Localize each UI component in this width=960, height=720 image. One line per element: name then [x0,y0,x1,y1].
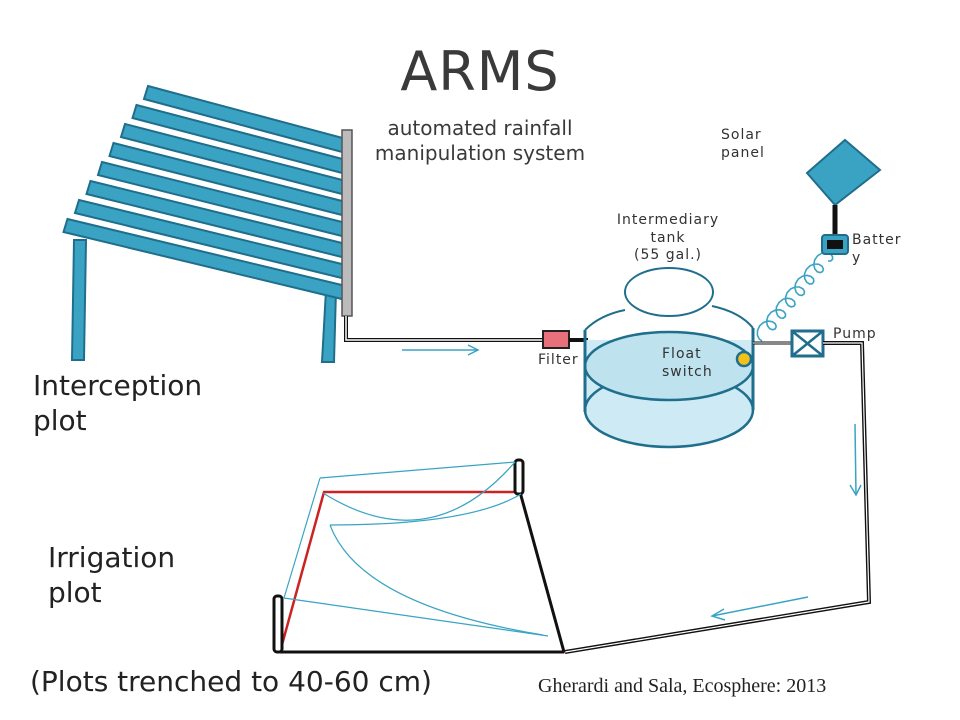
float-switch-icon [735,350,753,368]
solar-panel-icon [805,138,882,207]
intermediary-tank-label: Intermediary tank (55 gal.) [616,212,720,263]
battery-wire-coil [756,251,834,342]
flow-arrow-to-tank [402,344,480,356]
battery-icon [821,234,849,255]
intermediary-tank [583,267,755,449]
interception-shelter-slats [62,84,352,302]
filter-label: Filter [538,352,579,368]
flow-arrow-to-plot [710,596,809,621]
solar-panel-label: Solar panel [721,127,765,161]
flow-arrow-down [849,423,862,497]
irrigation-sprinkler-lines [283,461,549,637]
filter-icon [542,330,570,349]
float-switch-label: Float switch [662,346,713,380]
trench-note: (Plots trenched to 40-60 cm) [30,665,432,698]
page-title: ARMS [400,40,560,103]
citation: Gherardi and Sala, Ecosphere: 2013 [538,675,827,697]
battery-label: Batter y [852,232,902,266]
pump-label: Pump [833,326,877,342]
collection-pipe [344,316,543,342]
irrigation-plot-frame [272,458,566,654]
pump-icon [790,329,825,358]
interception-plot-label: Interception plot [33,369,203,437]
irrigation-plot-label: Irrigation plot [48,541,176,609]
page-subtitle: automated rainfall manipulation system [374,116,586,165]
